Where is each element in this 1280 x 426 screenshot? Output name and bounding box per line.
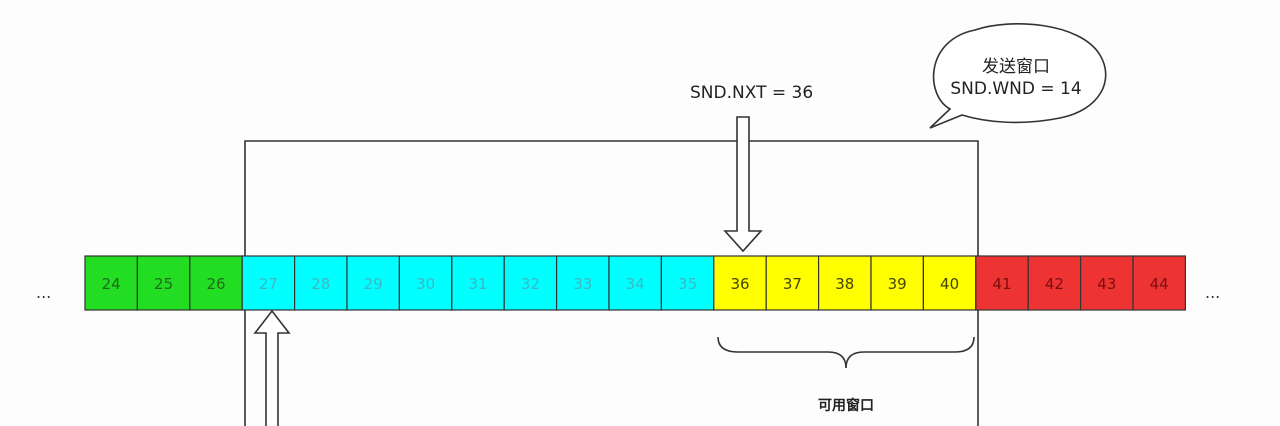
sequence-cell-label: 42: [1045, 275, 1064, 293]
sequence-cell-label: 32: [521, 275, 540, 293]
sequence-cell-label: 43: [1097, 275, 1116, 293]
trailing-ellipsis: ...: [1205, 283, 1220, 302]
sequence-cell-32: [503, 255, 558, 311]
sequence-cell-label: 24: [102, 275, 121, 293]
sequence-cell-label: 36: [730, 275, 749, 293]
sequence-cell-label: 44: [1150, 275, 1169, 293]
sequence-cell-29: [346, 255, 401, 311]
up-arrow-icon: [253, 309, 291, 426]
sequence-cell-label: 37: [783, 275, 802, 293]
callout-title: 发送窗口: [982, 57, 1050, 77]
sequence-cell-43: [1079, 255, 1134, 311]
sequence-cell-label: 41: [992, 275, 1011, 293]
sequence-cell-26: [189, 255, 243, 311]
sequence-cell-label: 39: [888, 275, 907, 293]
sequence-cell-label: 28: [311, 275, 330, 293]
sequence-cell-44: [1132, 255, 1187, 311]
sequence-cell-label: 38: [835, 275, 854, 293]
sequence-cell-label: 25: [154, 275, 173, 293]
sequence-cell-label: 34: [626, 275, 645, 293]
sequence-cell-34: [608, 255, 663, 311]
sequence-cells: 24 25 26 27 28 29 30 31 32 33 34 35 36 37 38 39 40 41 42 43…: [84, 255, 1187, 311]
sequence-cell-label: 29: [364, 275, 383, 293]
down-arrow-icon: [723, 116, 763, 253]
sequence-cell-41: [975, 255, 1029, 311]
usable-window-label: 可用窗口: [818, 397, 874, 414]
sequence-cell-label: 30: [416, 275, 435, 293]
sequence-cell-25: [136, 255, 191, 311]
sequence-cell-label: 31: [468, 275, 487, 293]
callout-wnd: SND.WND = 14: [950, 79, 1081, 99]
sequence-cell-37: [765, 255, 820, 311]
sequence-cell-33: [555, 255, 610, 311]
sequence-cell-38: [817, 255, 872, 311]
usable-window-brace: [717, 336, 975, 369]
sequence-cell-label: 35: [678, 275, 697, 293]
sequence-cell-label: 33: [573, 275, 592, 293]
sequence-cell-label: 40: [940, 275, 959, 293]
sequence-cell-40: [922, 255, 977, 311]
snd-nxt-label: SND.NXT = 36: [690, 83, 813, 103]
sequence-cell-label: 26: [206, 275, 225, 293]
sequence-cell-42: [1027, 255, 1082, 311]
send-window-callout: 发送窗口 SND.WND = 14: [929, 23, 1107, 129]
sequence-cell-39: [870, 255, 925, 311]
leading-ellipsis: ...: [36, 283, 51, 302]
sequence-cell-label: 27: [259, 275, 278, 293]
sequence-cell-36: [713, 255, 767, 311]
